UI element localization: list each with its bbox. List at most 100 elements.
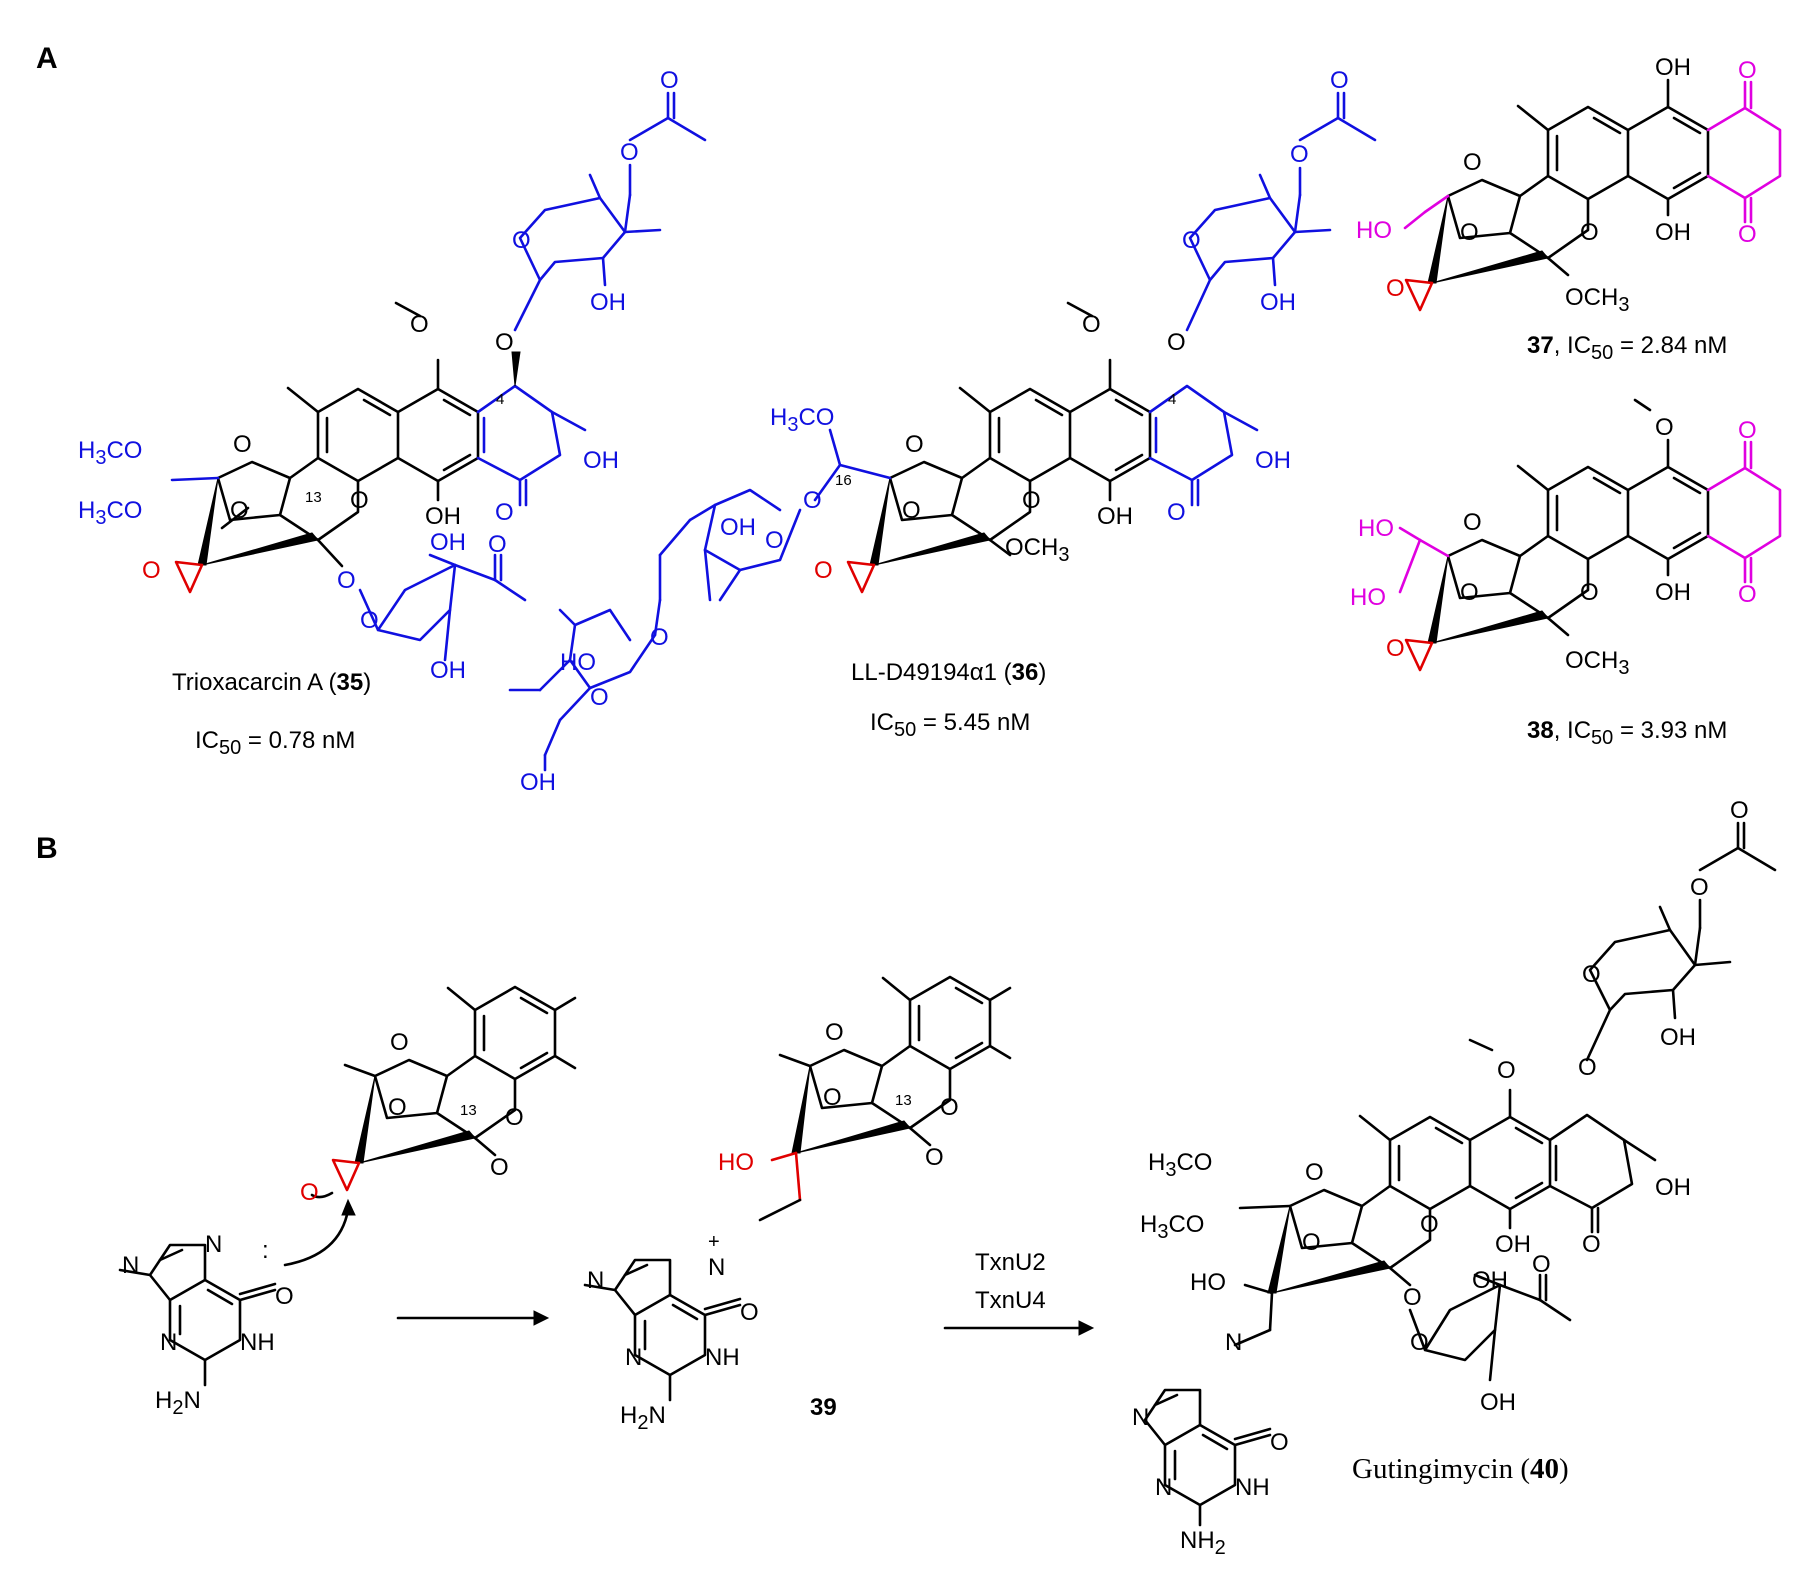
atom-label: O [1386,635,1405,662]
atom-label: O [1270,1429,1289,1456]
atom-label: N [1132,1404,1149,1431]
atom-label: O [337,567,356,594]
panel-b-reactant-structure [118,985,577,1387]
ome-label: OCH3 [1565,284,1629,316]
atom-label: OH [430,657,466,684]
atom-label: O [233,431,252,458]
atom-label: OH [1097,503,1133,530]
atom-label: O [823,1084,842,1111]
atom-label: O [1290,141,1309,168]
compound-37-caption: 37, IC50 = 2.84 nM [1527,332,1727,364]
atom-label: N [587,1267,604,1294]
atom-label: O [814,557,833,584]
compound-39-number: 39 [810,1394,837,1421]
atom-label: O [925,1144,944,1171]
compound-38-caption: 38, IC50 = 3.93 nM [1527,717,1727,749]
atom-label: N [625,1344,642,1371]
atom-label: OH [1472,1267,1508,1294]
atom-label: O [1022,487,1041,514]
compound-35-caption: Trioxacarcin A (35) IC50 = 0.78 nM [172,669,371,759]
atom-label: O [590,684,609,711]
atom-label: O [1738,417,1757,444]
atom-label: O [1463,509,1482,536]
atom-label: HO [1358,515,1394,542]
atom-label: O [300,1179,319,1206]
atom-label: O [390,1029,409,1056]
compound-37-labels: OH OH O O O O HO O O OCH3 [1356,54,1757,316]
atom-label: O [1403,1284,1422,1311]
atom-label: O [1386,275,1405,302]
h2n-label: H2N [620,1402,666,1434]
atom-label: O [1302,1229,1321,1256]
atom-label: N [708,1254,725,1281]
atom-label: O [495,329,514,356]
atom-label: N [205,1231,222,1258]
atom-label: O [1330,67,1349,94]
ome-label: OCH3 [1005,534,1069,566]
atom-label: HO [1350,584,1386,611]
atom-label: O [1738,581,1757,608]
compound-39-structure [583,975,1012,1402]
compound-36-name: LL-D49194α1 (36) [851,659,1046,686]
atom-label: O [660,67,679,94]
atom-label: O [410,311,429,338]
locant-4: 4 [496,391,504,408]
atom-label: O [1655,414,1674,441]
atom-label: O [350,487,369,514]
atom-label: N [160,1329,177,1356]
atom-label: HO [1190,1269,1226,1296]
atom-label: O [1167,329,1186,356]
compound-37-structure [1403,78,1782,312]
atom-label: O [512,227,531,254]
panel-label-b: B [36,832,58,865]
atom-label: O [230,497,249,524]
atom-label: O [1167,499,1186,526]
reaction-arrow-2: TxnU2 TxnU4 [943,1249,1095,1336]
atom-label: OH [1660,1024,1696,1051]
atom-label: O [765,527,784,554]
atom-label: N [1225,1329,1242,1356]
locant-16: 16 [835,472,852,489]
compound-35-ic50: IC50 = 0.78 nM [195,727,355,759]
panel-label-a: A [36,42,58,75]
atom-label: OH [720,514,756,541]
atom-label: O [1420,1211,1439,1238]
atom-label: N [1155,1474,1172,1501]
h3co-label: H3CO [78,497,142,529]
atom-label: OH [1260,289,1296,316]
compound-35-labels: O O 4 OH O OH O 13 O O O H3CO H3CO O O O… [78,67,679,684]
atom-label: O [1582,961,1601,988]
atom-label: O [488,531,507,558]
atom-label: O [1582,1231,1601,1258]
nh2-label: NH2 [1180,1527,1226,1559]
atom-label: O [650,624,669,651]
h3co-label: H3CO [1140,1211,1204,1243]
atom-label: O [740,1299,759,1326]
atom-label: O [275,1283,294,1310]
atom-label: O [1532,1251,1551,1278]
atom-label: O [803,487,822,514]
compound-37-ic50: 37, IC50 = 2.84 nM [1527,332,1727,364]
atom-label: NH [705,1344,740,1371]
atom-label: O [940,1094,959,1121]
locant-13: 13 [895,1092,912,1109]
atom-label: O [495,499,514,526]
atom-label: O [1460,579,1479,606]
atom-label: O [825,1019,844,1046]
atom-label: O [360,607,379,634]
atom-label: O [1463,149,1482,176]
atom-label: O [1305,1159,1324,1186]
atom-label: O [1690,874,1709,901]
atom-label: OH [430,529,466,556]
atom-label: HO [718,1149,754,1176]
locant-4: 4 [1168,391,1176,408]
atom-label: O [1730,797,1749,824]
h3co-label: H3CO [78,437,142,469]
atom-label: OH [1495,1231,1531,1258]
compound-39-labels: O O O 13 O HO N N + O N NH H2N 39 [587,1019,959,1434]
locant-13: 13 [305,489,322,506]
atom-label: OH [1655,219,1691,246]
ome-label: OCH3 [1565,647,1629,679]
h3co-label: H3CO [770,404,834,436]
